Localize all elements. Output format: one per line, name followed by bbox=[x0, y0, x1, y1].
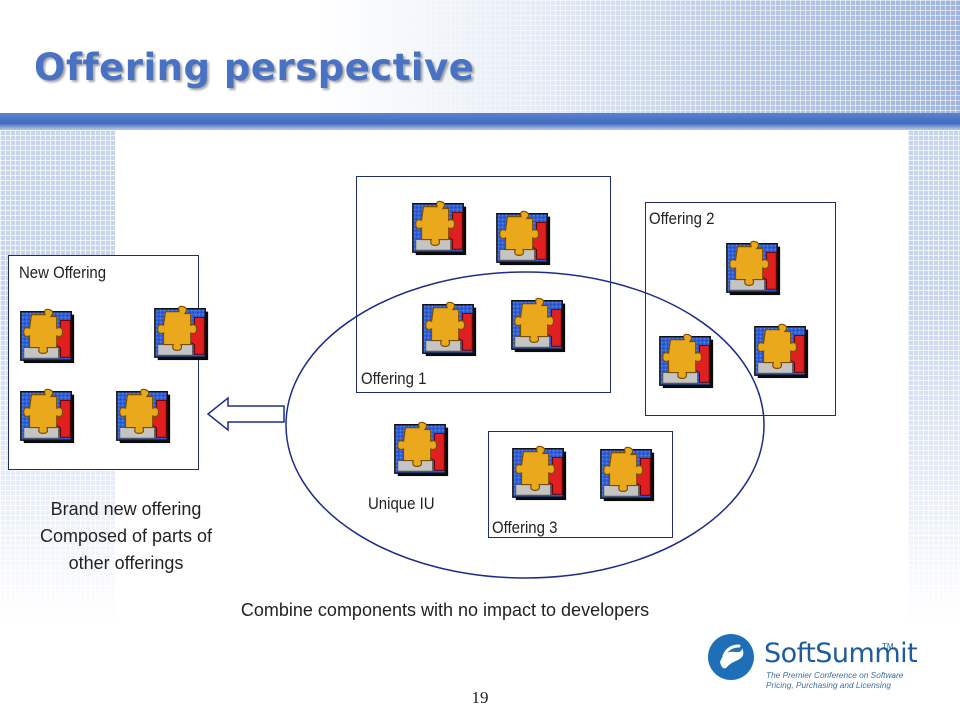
puzzle-component-icon bbox=[596, 441, 658, 503]
caption-line-1: Brand new offering bbox=[50, 499, 202, 519]
softsummit-logo: SoftSummit TM The Premier Conference on … bbox=[706, 630, 918, 700]
new-offering-label: New Offering bbox=[19, 263, 107, 282]
puzzle-component-icon bbox=[112, 383, 174, 445]
puzzle-component-icon bbox=[722, 235, 784, 297]
caption-line-2: Composed of parts of bbox=[39, 526, 213, 546]
puzzle-component-icon bbox=[150, 300, 212, 362]
shared-components-ellipse bbox=[285, 271, 765, 579]
offering-2-label: Offering 2 bbox=[649, 209, 715, 228]
puzzle-component-icon bbox=[16, 383, 78, 445]
puzzle-component-icon bbox=[408, 195, 470, 257]
unique-iu-label: Unique IU bbox=[368, 494, 435, 513]
puzzle-component-icon bbox=[655, 328, 717, 390]
logo-tagline-1: The Premier Conference on Software bbox=[766, 670, 904, 680]
caption-line-3: other offerings bbox=[68, 553, 184, 573]
new-offering-caption: Brand new offering Composed of parts of … bbox=[14, 496, 238, 577]
slide-title: Offering perspective bbox=[34, 46, 475, 89]
offering-1-box: Offering 1 bbox=[356, 176, 611, 393]
puzzle-component-icon bbox=[750, 318, 812, 380]
logo-brand: SoftSummit bbox=[764, 638, 918, 669]
header-grid-pattern bbox=[330, 0, 960, 113]
puzzle-component-icon bbox=[418, 296, 480, 358]
puzzle-component-icon bbox=[507, 292, 569, 354]
puzzle-component-icon bbox=[492, 205, 554, 267]
left-arrow-icon bbox=[206, 396, 285, 432]
puzzle-component-icon bbox=[508, 440, 570, 502]
offering-3-label: Offering 3 bbox=[492, 518, 558, 537]
logo-tagline-2: Pricing, Purchasing and Licensing bbox=[766, 680, 891, 690]
page-number: 19 bbox=[471, 688, 489, 707]
header-rule bbox=[0, 113, 960, 130]
right-side-pattern bbox=[908, 130, 960, 650]
header-band: Offering perspective bbox=[0, 0, 960, 113]
logo-tagline: The Premier Conference on Software Prici… bbox=[766, 670, 903, 690]
softsummit-logo-icon bbox=[708, 634, 754, 680]
puzzle-component-icon bbox=[16, 303, 78, 365]
puzzle-component-icon bbox=[390, 416, 452, 478]
offering-1-label: Offering 1 bbox=[361, 369, 427, 388]
footer-caption: Combine components with no impact to dev… bbox=[240, 600, 650, 620]
logo-tm: TM bbox=[882, 642, 894, 651]
